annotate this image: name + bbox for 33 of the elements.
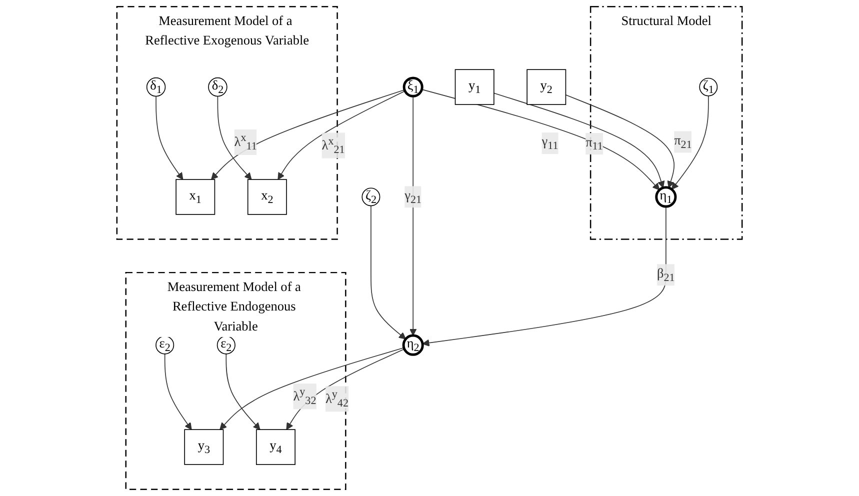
arrow	[422, 206, 666, 346]
node-box: y$_{1}$	[454, 69, 494, 105]
arrow	[409, 96, 417, 336]
node-circle: δ$_{1}$	[146, 77, 166, 97]
arrow	[226, 354, 260, 430]
node-box: y$_{2}$	[526, 69, 566, 105]
arrow	[211, 89, 405, 180]
arrow	[671, 95, 709, 190]
arrow	[156, 96, 184, 180]
arrow	[217, 96, 252, 180]
edge-label: π$_{11}$	[586, 135, 603, 152]
edge-label: β$_{21}$	[657, 266, 675, 284]
edge-label: γ$_{11}$	[542, 134, 558, 152]
node-circle: ε$_{2}$	[156, 336, 174, 354]
arrow	[370, 205, 406, 340]
node-circle: ζ$_{2}$	[362, 188, 380, 206]
node-circle: η$_{1}$	[655, 186, 677, 208]
node-circle: ε$_{2}$	[216, 336, 236, 354]
node-circle: δ$_{2}$	[208, 77, 228, 97]
edge-label: γ$_{21}$	[404, 188, 422, 206]
arrow	[565, 94, 675, 188]
node-box: y$_{3}$	[184, 429, 224, 465]
node-box: x$_{1}$	[176, 179, 216, 215]
node-box: x$_{2}$	[247, 179, 287, 215]
node-circle: ξ$_{1}$	[402, 76, 424, 98]
arrow	[164, 354, 192, 430]
arrow	[220, 347, 404, 430]
arrow	[494, 92, 665, 188]
node-circle: ζ$_{1}$	[699, 78, 718, 96]
edge-label: π$_{21}$	[674, 134, 692, 150]
node-box: y$_{4}$	[256, 429, 296, 465]
node-circle: η$_{2}$	[402, 334, 424, 356]
arrow	[278, 90, 406, 180]
